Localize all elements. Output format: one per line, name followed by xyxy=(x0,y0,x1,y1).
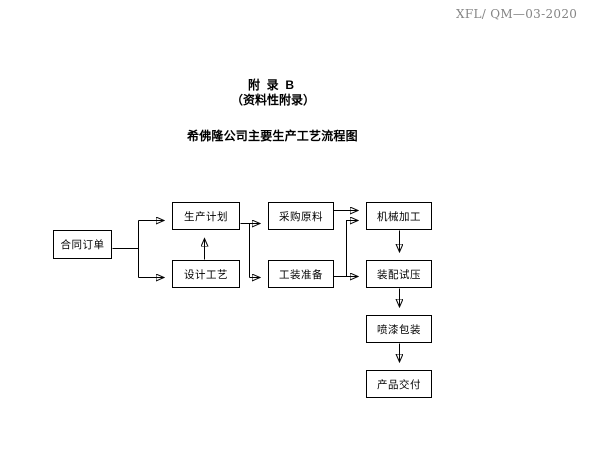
document-code: XFL/ QM—03-2020 xyxy=(456,7,578,21)
flow-node-contract-order: 合同订单 xyxy=(53,230,112,259)
flow-node-machining: 机械加工 xyxy=(366,202,432,230)
flow-node-production-plan: 生产计划 xyxy=(172,202,240,230)
flow-node-painting-packaging: 喷漆包装 xyxy=(366,315,432,343)
edge-tooling-preparation-to-machining xyxy=(346,221,359,277)
flow-node-design-process: 设计工艺 xyxy=(172,260,240,288)
edge-trunk-contract-order xyxy=(112,220,139,278)
flow-node-assembly-pressure-test: 装配试压 xyxy=(366,260,432,288)
appendix-title: 附 录 B xyxy=(248,78,295,92)
flow-node-material-procurement: 采购原料 xyxy=(268,202,334,230)
flow-node-product-delivery: 产品交付 xyxy=(366,370,432,398)
flowchart-title: 希佛隆公司主要生产工艺流程图 xyxy=(187,129,358,143)
appendix-note: （资料性附录） xyxy=(231,93,316,107)
flow-node-tooling-preparation: 工装准备 xyxy=(268,260,334,288)
